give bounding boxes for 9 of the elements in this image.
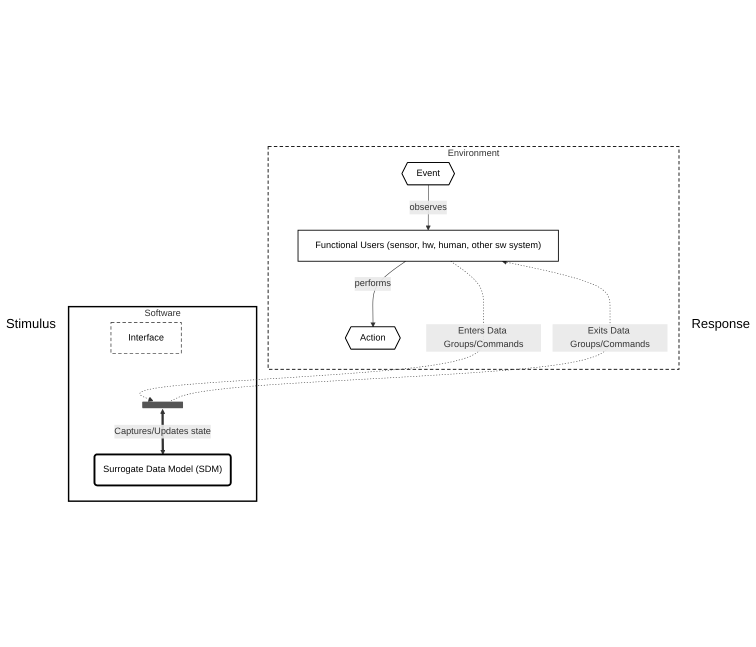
edge-label: Captures/Updates state	[114, 426, 211, 436]
edge-label: performs	[354, 278, 391, 288]
edge-label: Enters Data Groups/Commands	[444, 326, 524, 350]
node-box: Interface	[110, 322, 182, 354]
flow-label: Response	[691, 316, 750, 331]
edge-label: Exits Data Groups/Commands	[570, 326, 650, 350]
flow-label: Stimulus	[6, 316, 56, 331]
node-box: Functional Users (sensor, hw, human, other sw system)	[297, 229, 559, 262]
edge-label: observes	[409, 202, 447, 212]
